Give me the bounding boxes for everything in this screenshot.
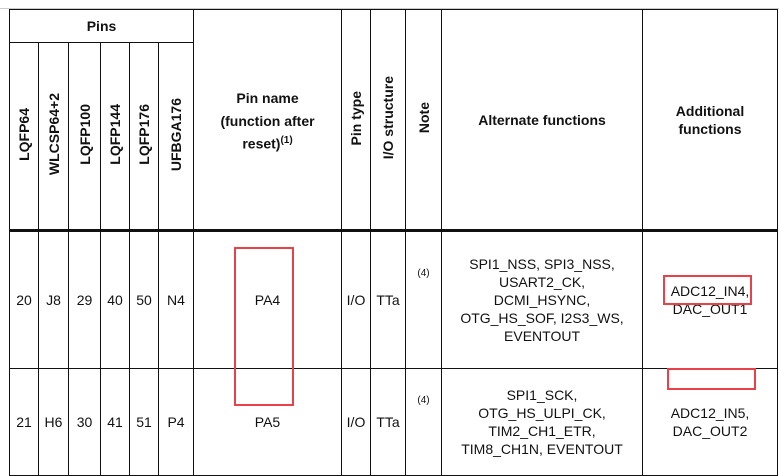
io-structure-cell: TTa bbox=[370, 368, 407, 476]
col-lqfp100: LQFP100 bbox=[68, 42, 101, 232]
pins-group-header: Pins bbox=[8, 9, 195, 43]
io-structure-cell: TTa bbox=[370, 230, 407, 369]
pin-cell: 20 bbox=[9, 230, 39, 369]
table-row-pa5: 21 H6 30 41 51 P4 PA5 I/O TTa (4) SPI1_S… bbox=[9, 368, 779, 476]
col-lqfp176: LQFP176 bbox=[129, 42, 159, 232]
pin-cell: 50 bbox=[129, 230, 159, 369]
pin-cell: 29 bbox=[68, 230, 101, 369]
pin-cell: P4 bbox=[157, 368, 195, 476]
col-wlcsp64: WLCSP64+2 bbox=[38, 42, 69, 232]
pin-cell: 51 bbox=[129, 368, 159, 476]
pin-type-header: Pin type bbox=[341, 9, 372, 232]
alternate-functions-cell: SPI1_NSS, SPI3_NSS, USART2_CK, DCMI_HSYN… bbox=[441, 230, 644, 369]
pin-cell: 41 bbox=[100, 368, 130, 476]
pin-name-cell: PA5 bbox=[193, 368, 343, 476]
table-row-pa4: 20 J8 29 40 50 N4 PA4 I/O TTa (4) SPI1_N… bbox=[9, 230, 779, 369]
additional-functions-header: Additional functions bbox=[642, 9, 779, 232]
pin-type-cell: I/O bbox=[341, 368, 372, 476]
pin-definition-table: Pins Pin name (function after reset)(1) … bbox=[8, 9, 779, 476]
previous-page-strip bbox=[0, 0, 779, 9]
pin-name-header: Pin name (function after reset)(1) bbox=[193, 9, 343, 232]
col-lqfp64: LQFP64 bbox=[9, 42, 39, 232]
pin-cell: 30 bbox=[68, 368, 101, 476]
pin-cell: H6 bbox=[38, 368, 69, 476]
note-cell: (4) bbox=[405, 230, 443, 369]
pin-cell: N4 bbox=[157, 230, 195, 369]
note-cell: (4) bbox=[405, 368, 443, 476]
additional-functions-cell: ADC12_IN5, DAC_OUT2 bbox=[642, 368, 779, 476]
pin-name-cell: PA4 bbox=[193, 230, 343, 369]
pin-cell: 40 bbox=[100, 230, 130, 369]
col-ufbga176: UFBGA176 bbox=[157, 42, 195, 232]
pin-cell: J8 bbox=[38, 230, 69, 369]
alternate-functions-header: Alternate functions bbox=[441, 9, 644, 232]
col-lqfp144: LQFP144 bbox=[100, 42, 130, 232]
pin-type-cell: I/O bbox=[341, 230, 372, 369]
alternate-functions-cell: SPI1_SCK, OTG_HS_ULPI_CK, TIM2_CH1_ETR, … bbox=[441, 368, 644, 476]
pin-cell: 21 bbox=[9, 368, 39, 476]
additional-functions-cell: ADC12_IN4, DAC_OUT1 bbox=[642, 230, 779, 369]
io-structure-header: I/O structure bbox=[370, 9, 407, 232]
note-header: Note bbox=[405, 9, 443, 232]
